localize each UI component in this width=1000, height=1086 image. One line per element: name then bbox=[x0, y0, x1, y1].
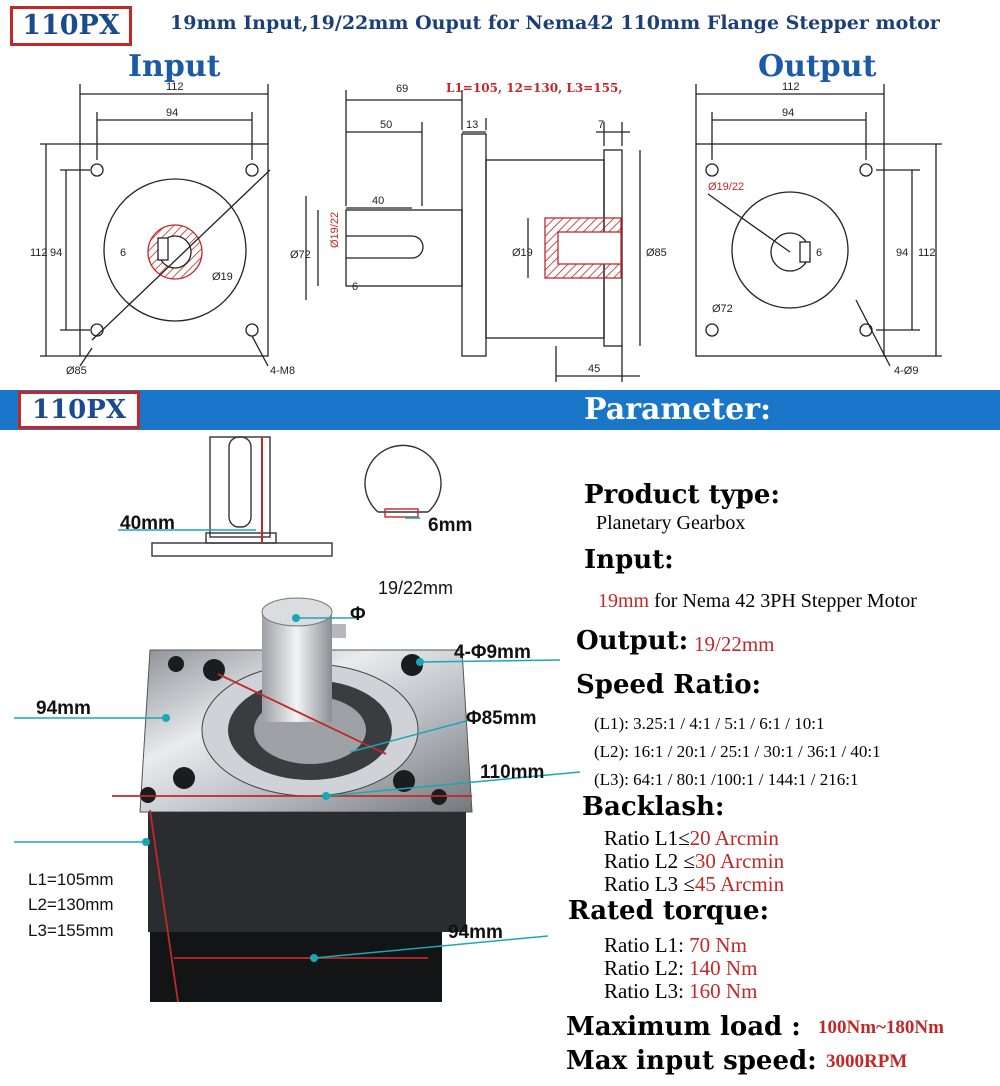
input-value-red: 19mm bbox=[598, 590, 650, 612]
dim-label: 112 bbox=[918, 247, 936, 259]
backlash-row: Ratio L1≤20 Arcmin bbox=[604, 826, 779, 850]
parameter-title: Parameter: bbox=[584, 392, 772, 427]
photo-label: 40mm bbox=[120, 513, 175, 534]
backlash-row: Ratio L3 ≤45 Arcmin bbox=[604, 872, 785, 896]
input-view-label: Input bbox=[128, 49, 221, 84]
flange-hole bbox=[140, 787, 156, 803]
dim-label: 69 bbox=[396, 83, 408, 95]
flange-hole bbox=[173, 767, 195, 789]
output-mount-hole bbox=[859, 163, 873, 177]
gearbox-output-shaft bbox=[262, 612, 332, 722]
dim-label: 112 bbox=[30, 247, 48, 259]
flange-hole bbox=[393, 770, 415, 792]
parameter-tag: 110PX bbox=[18, 391, 140, 429]
max-speed-value: 3000RPM bbox=[826, 1051, 908, 1072]
dim-label: Ø19 bbox=[212, 271, 233, 283]
flange-hole bbox=[168, 656, 184, 672]
input-value-rest: for Nema 42 3PH Stepper Motor bbox=[654, 590, 917, 612]
product-type-label: Product type: bbox=[584, 480, 781, 510]
ratio-line: (L2): 16:1 / 20:1 / 25:1 / 30:1 / 36:1 /… bbox=[594, 742, 881, 761]
photo-label: 6mm bbox=[428, 515, 472, 536]
dim-label: 13 bbox=[466, 119, 478, 131]
gearbox-base bbox=[150, 932, 442, 1002]
photo-label: 110mm bbox=[480, 762, 544, 783]
header-title: 19mm Input,19/22mm Ouput for Nema42 110m… bbox=[170, 12, 940, 34]
input-mount-hole bbox=[245, 323, 259, 337]
photo-label: Φ bbox=[350, 604, 366, 625]
max-speed-label: Max input speed: bbox=[566, 1046, 817, 1076]
dim-label: 6 bbox=[816, 247, 822, 259]
dim-label: Ø19 bbox=[512, 247, 533, 259]
dim-label: 50 bbox=[380, 119, 392, 131]
dim-label: Ø85 bbox=[66, 365, 87, 377]
input-flange-square bbox=[79, 143, 269, 357]
photo-label: L2=130mm bbox=[28, 895, 114, 914]
photo-label: 4-Φ9mm bbox=[454, 642, 531, 663]
photo-label: Φ85mm bbox=[466, 708, 537, 729]
output-flange-square bbox=[695, 143, 885, 357]
torque-row: Ratio L2: 140 Nm bbox=[604, 956, 758, 980]
ratio-line: (L3): 64:1 / 80:1 /100:1 / 144:1 / 216:1 bbox=[594, 770, 859, 789]
input-mount-hole bbox=[90, 323, 104, 337]
max-load-label: Maximum load : bbox=[566, 1012, 801, 1042]
parameter-band bbox=[0, 390, 1000, 430]
dim-label: Ø85 bbox=[646, 247, 667, 259]
dim-label: Ø72 bbox=[712, 303, 733, 315]
flange-hole bbox=[431, 789, 447, 805]
input-mount-hole bbox=[245, 163, 259, 177]
input-value: 19mm for Nema 42 3PH Stepper Motor bbox=[598, 590, 917, 613]
dim-label-red: Ø19/22 bbox=[708, 181, 744, 193]
photo-label: L3=155mm bbox=[28, 921, 114, 940]
shaft-section-sketch bbox=[364, 444, 442, 513]
photo-label: 19/22mm bbox=[378, 578, 453, 598]
flange-hole bbox=[203, 659, 225, 681]
dim-label: 4-M8 bbox=[270, 365, 295, 377]
output-label: Output: bbox=[576, 626, 689, 656]
rated-torque-label: Rated torque: bbox=[568, 896, 770, 926]
backlash-row: Ratio L2 ≤30 Arcmin bbox=[604, 849, 785, 873]
backlash-label: Backlash: bbox=[582, 792, 725, 822]
input-pilot-circle bbox=[103, 178, 247, 322]
lengths-note: L1=105, 12=130, L3=155, bbox=[446, 81, 622, 95]
torque-row: Ratio L1: 70 Nm bbox=[604, 933, 747, 957]
header-tag: 110PX bbox=[10, 6, 132, 46]
product-photo: 40mm 6mm 19/22mm Φ 4-Φ9mm 94mm Φ85mm 110… bbox=[14, 436, 580, 1003]
ratio-line: (L1): 3.25:1 / 4:1 / 5:1 / 6:1 / 10:1 bbox=[594, 714, 825, 733]
output-mount-hole bbox=[705, 323, 719, 337]
dim-label: 6 bbox=[352, 281, 358, 293]
dim-label: 4-Ø9 bbox=[894, 365, 918, 377]
output-mount-hole bbox=[705, 163, 719, 177]
dim-label: 94 bbox=[896, 247, 908, 259]
dim-label: 112 bbox=[782, 81, 800, 93]
dim-label: 40 bbox=[372, 195, 384, 207]
dim-label: 94 bbox=[782, 107, 794, 119]
dim-label: Ø72 bbox=[290, 249, 311, 261]
input-mount-hole bbox=[90, 163, 104, 177]
output-mount-hole bbox=[859, 323, 873, 337]
product-type-value: Planetary Gearbox bbox=[596, 512, 746, 534]
technical-drawing: Input Output L1=105, 12=130, L3=155, 112… bbox=[30, 49, 942, 382]
gearbox-body bbox=[148, 812, 466, 932]
input-label: Input: bbox=[584, 545, 674, 575]
output-pilot-circle bbox=[731, 191, 849, 309]
output-value: 19/22mm bbox=[694, 632, 775, 656]
dim-label: 94 bbox=[50, 247, 62, 259]
side-input-flange bbox=[461, 133, 487, 357]
side-shaft bbox=[345, 209, 463, 287]
torque-row: Ratio L3: 160 Nm bbox=[604, 979, 758, 1003]
dim-label: 94 bbox=[166, 107, 178, 119]
dim-label-red: Ø19/22 bbox=[329, 212, 341, 248]
photo-label: 94mm bbox=[448, 922, 503, 943]
max-load-value: 100Nm~180Nm bbox=[818, 1017, 944, 1038]
dim-label: 6 bbox=[120, 247, 126, 259]
photo-label: L1=105mm bbox=[28, 870, 114, 889]
dim-label: 45 bbox=[588, 363, 600, 375]
dim-label: 7 bbox=[598, 119, 604, 131]
dim-label: 112 bbox=[166, 81, 184, 93]
output-view-label: Output bbox=[758, 49, 877, 84]
speed-ratio-label: Speed Ratio: bbox=[576, 670, 762, 700]
photo-label: 94mm bbox=[36, 698, 91, 719]
key-sketch-base bbox=[151, 542, 333, 557]
